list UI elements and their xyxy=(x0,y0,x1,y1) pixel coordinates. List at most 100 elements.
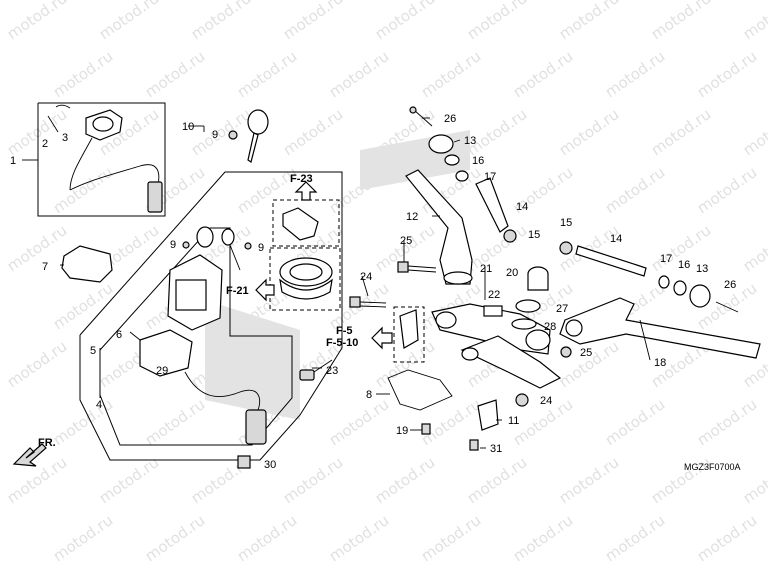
group-box-4 xyxy=(79,171,343,461)
callout-31: 31 xyxy=(490,443,502,455)
callout-14b: 14 xyxy=(610,233,622,245)
callout-25b: 25 xyxy=(580,347,592,359)
watermark-text: motod.ru xyxy=(234,511,301,565)
callout-13a: 13 xyxy=(464,135,476,147)
clip-30 xyxy=(237,455,251,469)
callout-3: 3 xyxy=(62,132,68,144)
callout-26b: 26 xyxy=(724,279,736,291)
front-label: FR. xyxy=(38,437,56,449)
watermark-text: motod.ru xyxy=(648,105,715,159)
watermark-text: motod.ru xyxy=(418,47,485,101)
ref-f510: F-5-10 xyxy=(326,337,358,349)
callout-16a: 16 xyxy=(472,155,484,167)
part-22 xyxy=(483,305,503,317)
watermark-text: motod.ru xyxy=(602,511,669,565)
callout-24a: 24 xyxy=(360,271,372,283)
bracket-11 xyxy=(469,399,499,451)
callout-5: 5 xyxy=(90,345,96,357)
watermark-text: motod.ru xyxy=(464,453,531,507)
callout-13b: 13 xyxy=(696,263,708,275)
callout-26a: 26 xyxy=(444,113,456,125)
callout-30: 30 xyxy=(264,459,276,471)
watermark-text: motod.ru xyxy=(556,337,623,391)
callout-20: 20 xyxy=(506,267,518,279)
watermark-text: motod.ru xyxy=(280,0,347,43)
callout-29: 29 xyxy=(156,365,168,377)
callout-7: 7 xyxy=(42,261,48,273)
watermark-text: motod.ru xyxy=(50,279,117,333)
callout-21: 21 xyxy=(480,263,492,275)
watermark-text: motod.ru xyxy=(602,163,669,217)
bolt-24 xyxy=(349,296,387,308)
callout-9b: 9 xyxy=(170,239,176,251)
group-box-5 xyxy=(99,227,293,446)
watermark-text: motod.ru xyxy=(50,395,117,449)
callout-18: 18 xyxy=(654,357,666,369)
callout-10: 10 xyxy=(182,121,194,133)
callout-24b: 24 xyxy=(540,395,552,407)
watermark-text: motod.ru xyxy=(96,0,163,43)
reference-arrows xyxy=(255,181,393,350)
f23-box-cap xyxy=(269,247,341,311)
top-bridge xyxy=(431,303,562,389)
bolt-24b xyxy=(515,393,529,407)
watermark-text: motod.ru xyxy=(556,105,623,159)
callout-2: 2 xyxy=(42,138,48,150)
f23-parts xyxy=(279,207,333,300)
leader-lines xyxy=(60,117,651,449)
handlebar-right-18 xyxy=(559,297,761,359)
watermark-text: motod.ru xyxy=(50,47,117,101)
watermark-text: motod.ru xyxy=(326,511,393,565)
callout-8: 8 xyxy=(366,389,372,401)
watermark-text: motod.ru xyxy=(188,0,255,43)
callout-19: 19 xyxy=(396,425,408,437)
watermark-text: motod.ru xyxy=(4,337,71,391)
watermark-text: motod.ru xyxy=(234,163,301,217)
callout-22: 22 xyxy=(488,289,500,301)
callout-6: 6 xyxy=(116,329,122,341)
group-box-1 xyxy=(37,102,166,217)
watermark-text: motod.ru xyxy=(418,511,485,565)
watermark-text: motod.ru xyxy=(142,47,209,101)
diagram-code: MGZ3F0700A xyxy=(684,462,741,472)
watermark-text: motod.ru xyxy=(96,453,163,507)
watermark-text: motod.ru xyxy=(372,453,439,507)
watermark-text: motod.ru xyxy=(464,105,531,159)
watermark-text: motod.ru xyxy=(602,395,669,449)
callout-17a: 17 xyxy=(484,171,496,183)
watermark-text: motod.ru xyxy=(4,0,71,43)
watermark-text: motod.ru xyxy=(188,105,255,159)
watermark-text: motod.ru xyxy=(694,511,761,565)
callout-1: 1 xyxy=(10,155,16,167)
ref-f23: F-23 xyxy=(290,173,313,185)
watermark-text: motod.ru xyxy=(234,47,301,101)
ref-f5: F-5 xyxy=(336,325,353,337)
watermark-text: motod.ru xyxy=(142,511,209,565)
bolt-25 xyxy=(397,261,437,273)
callout-25a: 25 xyxy=(400,235,412,247)
callout-12: 12 xyxy=(406,211,418,223)
watermark-text: motod.ru xyxy=(4,453,71,507)
watermark-text: motod.ru xyxy=(602,47,669,101)
harness-clip-8 xyxy=(387,369,453,435)
watermark-text: motod.ru xyxy=(326,395,393,449)
callout-27: 27 xyxy=(556,303,568,315)
watermark-text: motod.ru xyxy=(556,0,623,43)
watermark-text: motod.ru xyxy=(326,47,393,101)
watermark-text: motod.ru xyxy=(740,105,768,159)
watermark-text: motod.ru xyxy=(556,453,623,507)
switch-unit xyxy=(167,226,252,331)
watermark-text: motod.ru xyxy=(740,0,768,43)
watermark-text: motod.ru xyxy=(50,163,117,217)
callout-14a: 14 xyxy=(516,201,528,213)
watermark-text: motod.ru xyxy=(648,0,715,43)
callout-17b: 17 xyxy=(660,253,672,265)
callout-16b: 16 xyxy=(678,259,690,271)
watermark-text: motod.ru xyxy=(464,0,531,43)
watermark-text: motod.ru xyxy=(740,453,768,507)
left-bar-end-parts xyxy=(409,106,517,243)
watermark-text: motod.ru xyxy=(142,395,209,449)
watermark-text: motod.ru xyxy=(50,511,117,565)
watermark-text: motod.ru xyxy=(694,47,761,101)
